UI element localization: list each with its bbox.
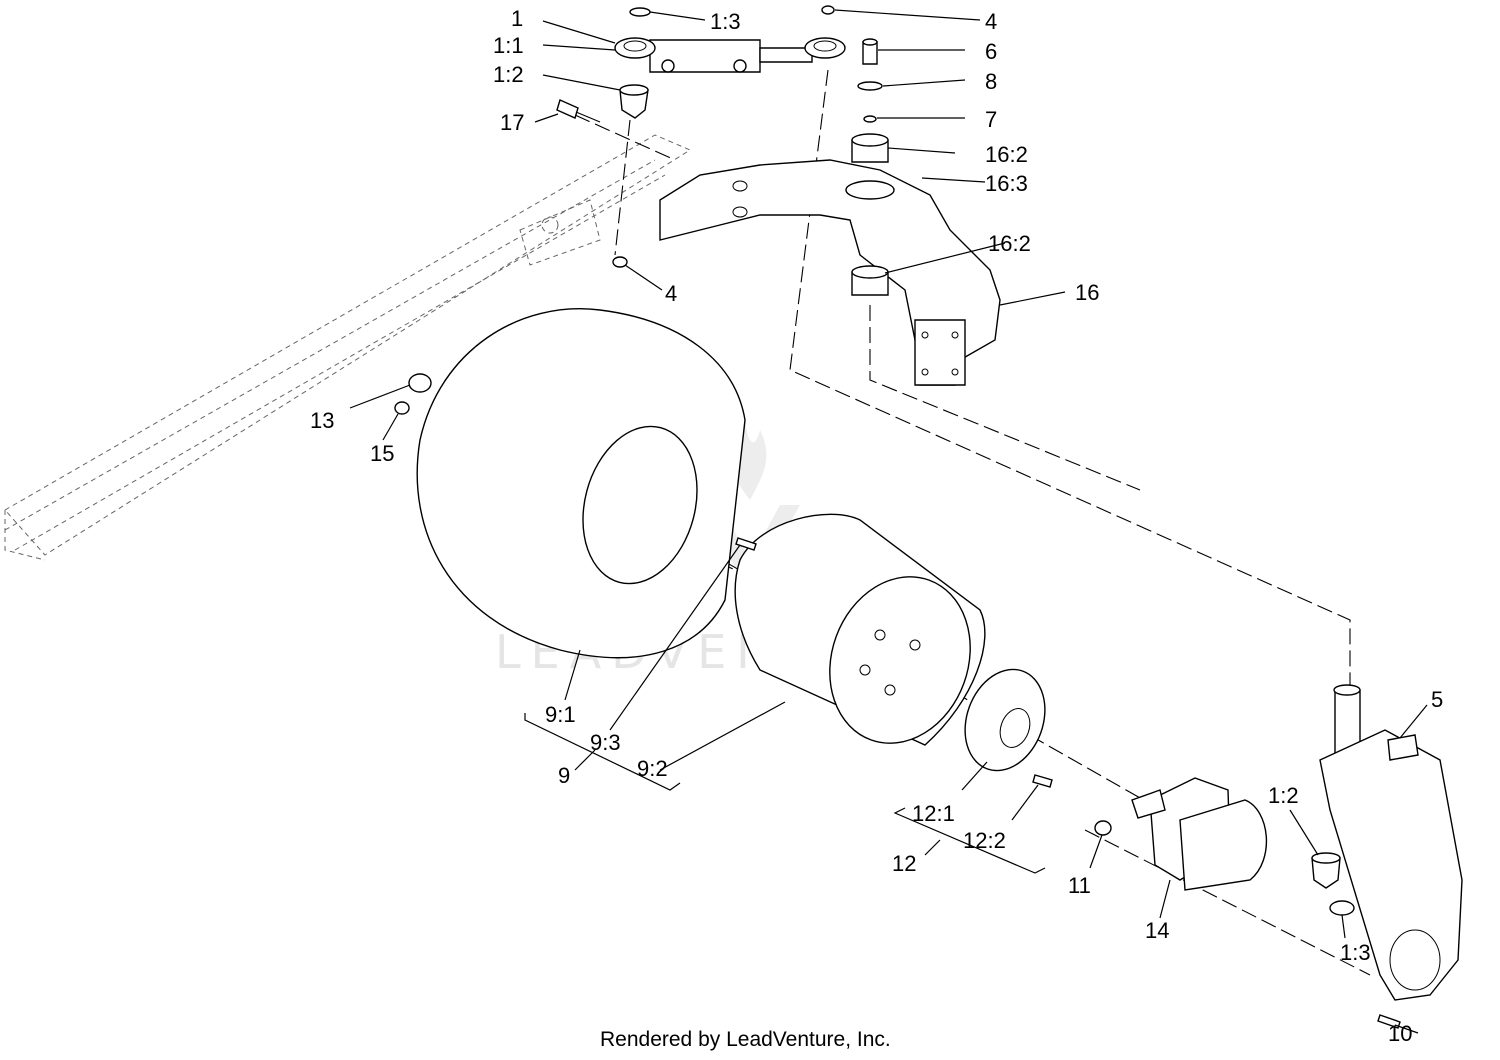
callout-15: 15: [370, 441, 394, 466]
callout-4-mid: 4: [665, 281, 677, 306]
callout-16-2-mid: 16:2: [988, 231, 1031, 256]
callout-14: 14: [1145, 918, 1169, 943]
nut-4-top: [821, 5, 835, 15]
callout-7: 7: [985, 107, 997, 132]
caster-housing: [1319, 684, 1463, 1001]
footer-credit: Rendered by LeadVenture, Inc.: [600, 1028, 891, 1051]
callout-12: 12: [892, 851, 916, 876]
bolt-17: [556, 99, 601, 123]
callout-8: 8: [985, 69, 997, 94]
wheel-motor: [1131, 777, 1268, 891]
callout-13: 13: [310, 408, 334, 433]
callout-17: 17: [500, 110, 524, 135]
callout-1-3-bottom: 1:3: [1340, 940, 1371, 965]
callout-1-2-top: 1:2: [493, 62, 524, 87]
callout-1-1: 1:1: [493, 33, 524, 58]
group-bracket-9: [524, 713, 681, 791]
wheel-rim: [734, 513, 986, 746]
axle-bracket: [659, 159, 1001, 386]
tire: [416, 308, 746, 659]
valve-stem-9-3: [735, 537, 757, 551]
callout-9: 9: [558, 763, 570, 788]
callout-12-2: 12:2: [963, 828, 1006, 853]
frame-rail: [4, 134, 692, 561]
nut-4-mid: [612, 256, 628, 268]
callout-10: 10: [1388, 1021, 1412, 1046]
callout-16: 16: [1075, 280, 1099, 305]
bushing-16-2-lower: [851, 265, 889, 296]
lug-nut-13: [408, 373, 432, 393]
callout-6: 6: [985, 39, 997, 64]
callout-1-2-bottom: 1:2: [1268, 783, 1299, 808]
key-12-2: [1032, 774, 1053, 788]
callout-16-3: 16:3: [985, 171, 1028, 196]
hub: [964, 668, 1046, 772]
callout-4-top: 4: [985, 9, 997, 34]
steering-cylinder: [614, 7, 846, 73]
callout-labels: 1 1:1 1:2 1:3 4 6 8 7 16:2 16:3 16:2 16 …: [310, 6, 1443, 1046]
bolt-10: [1377, 1014, 1401, 1029]
group-bracket-12: [893, 807, 1046, 874]
leader-lines: [349, 9, 1428, 1034]
callout-11: 11: [1068, 873, 1091, 898]
callout-9-1: 9:1: [545, 702, 576, 727]
callout-9-2: 9:2: [637, 756, 668, 781]
hardware-stack: [851, 38, 889, 163]
callout-5: 5: [1431, 687, 1443, 712]
callout-1-3-top: 1:3: [710, 9, 741, 34]
callout-9-3: 9:3: [590, 730, 621, 755]
nut-11: [1094, 820, 1112, 836]
nut-15: [394, 401, 410, 415]
callout-12-1: 12:1: [912, 801, 955, 826]
callout-16-2-top: 16:2: [985, 142, 1028, 167]
ball-joint-bottom: [1311, 852, 1341, 889]
callout-1: 1: [511, 6, 523, 31]
ball-joint-top: [619, 84, 649, 119]
snap-ring-bottom: [1329, 900, 1355, 916]
